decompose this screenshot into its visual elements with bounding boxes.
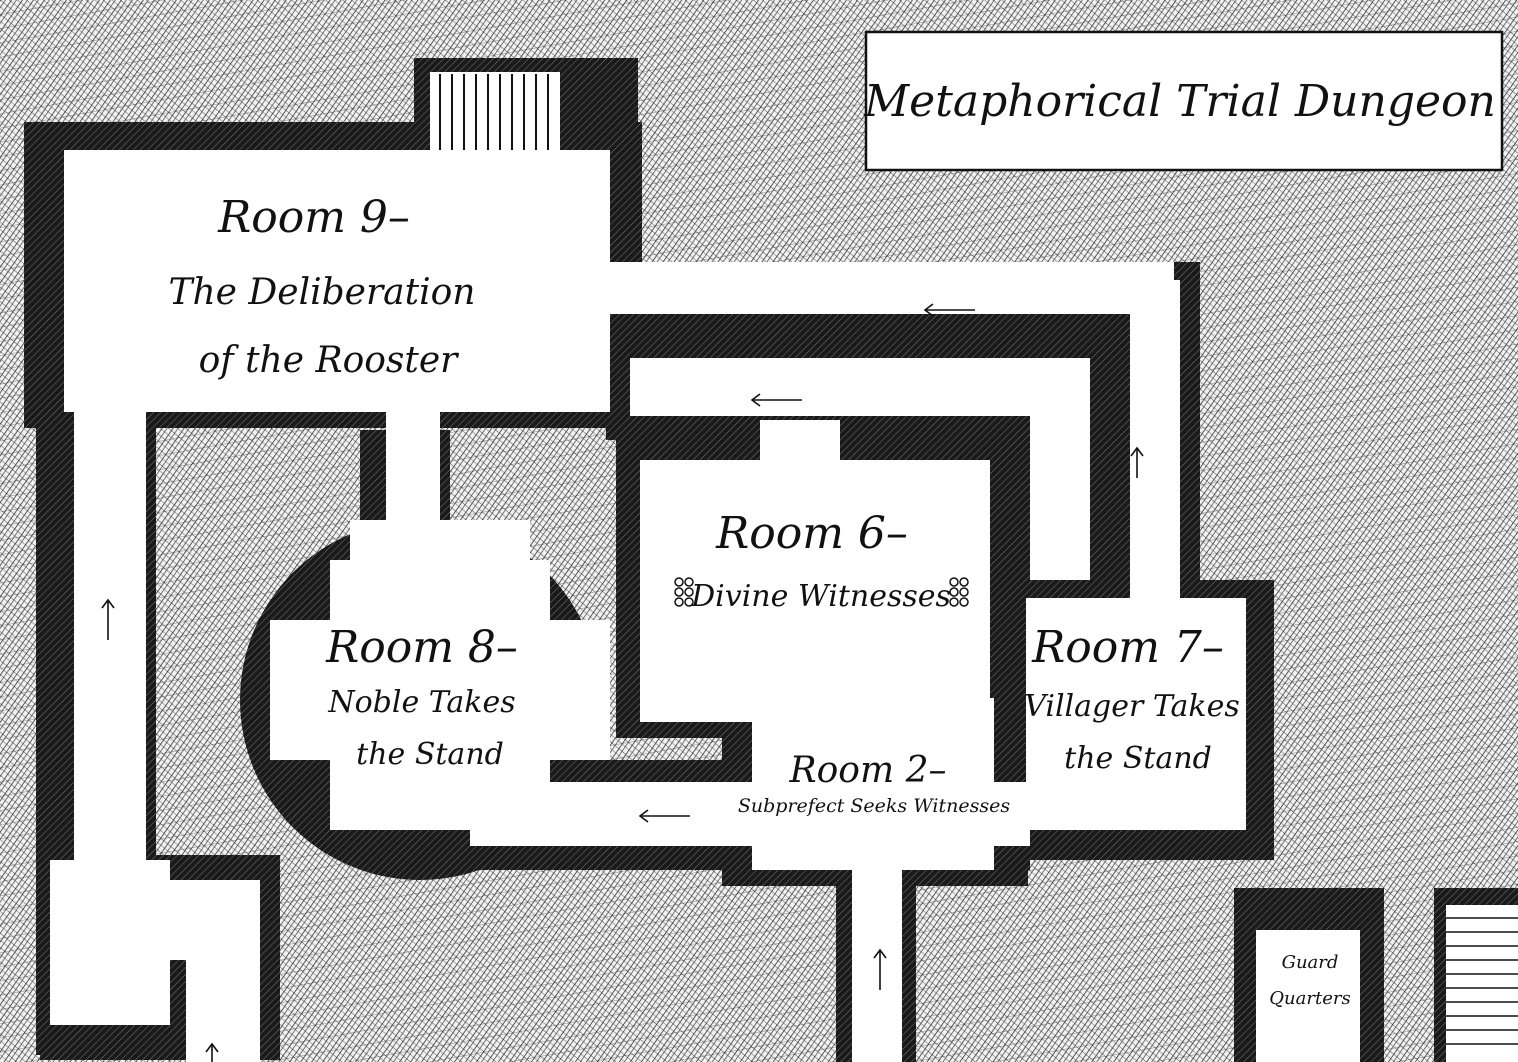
arrow-left-bottom-corridor — [638, 809, 690, 823]
room-6-number: Room 6– — [715, 508, 908, 559]
arrow-left-top-corridor — [923, 303, 975, 317]
room-8-subtitle-line-2: the Stand — [356, 737, 504, 772]
room-2-number: Room 2– — [789, 750, 947, 791]
room-9-subtitle-line-1: The Deliberation — [168, 272, 475, 313]
room-7-number: Room 7– — [1031, 622, 1224, 673]
room-2-label: Room 2– Subprefect Seeks Witnesses — [738, 750, 1010, 817]
title-box: Metaphorical Trial Dungeon — [863, 30, 1504, 172]
guard-quarters-line-2: Quarters — [1269, 988, 1350, 1009]
stairs-top — [439, 74, 549, 150]
arrow-up-entrance — [873, 948, 887, 990]
direction-arrows — [101, 303, 1144, 1062]
room-7-label: Room 7– Villager Takes the Stand — [1024, 622, 1240, 776]
dungeon-floor — [50, 72, 1360, 1062]
room-7-subtitle-line-2: the Stand — [1064, 741, 1212, 776]
guard-quarters-line-1: Guard — [1282, 952, 1339, 973]
room-9-label: Room 9– The Deliberation of the Rooster — [168, 192, 475, 381]
arrow-up-right-corridor — [1130, 446, 1144, 478]
divine-symbol-right-icon — [949, 577, 969, 607]
room-6-label: Room 6– Divine Witnesses — [690, 508, 951, 614]
arrow-up-left-corridor — [101, 598, 115, 640]
room-2-subtitle: Subprefect Seeks Witnesses — [738, 795, 1010, 817]
map-title: Metaphorical Trial Dungeon — [863, 76, 1496, 127]
room-6-subtitle: Divine Witnesses — [690, 579, 951, 614]
room-9-number: Room 9– — [217, 192, 410, 243]
arrow-up-bottom-left — [205, 1042, 219, 1062]
room-9-subtitle-line-2: of the Rooster — [199, 340, 460, 381]
room-8-subtitle-line-1: Noble Takes — [327, 685, 515, 720]
arrow-left-inner-corridor — [750, 393, 802, 407]
divine-symbol-left-icon — [674, 577, 694, 607]
guard-quarters-label: Guard Quarters — [1269, 952, 1350, 1009]
room-8-number: Room 8– — [325, 622, 518, 673]
room-8-label: Room 8– Noble Takes the Stand — [325, 622, 518, 772]
room-7-subtitle-line-1: Villager Takes — [1024, 689, 1240, 724]
stairs-bottom-right — [1446, 905, 1518, 1062]
